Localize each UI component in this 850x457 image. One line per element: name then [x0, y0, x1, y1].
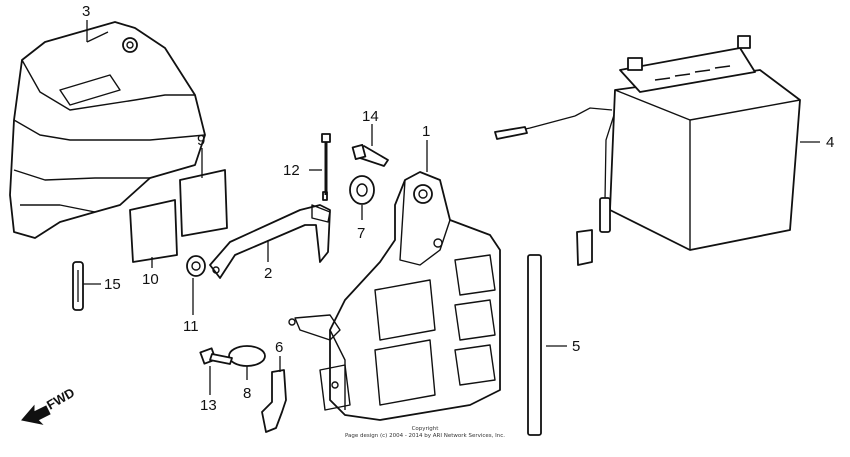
part-1-battery-box [288, 171, 501, 421]
callout-6: 6 [275, 339, 283, 356]
callout-3: 3 [82, 3, 90, 20]
fwd-indicator: FWD [21, 385, 77, 425]
callouts: 3 1 2 4 5 6 7 8 9 10 11 12 13 14 15 [82, 3, 834, 414]
callout-10: 10 [142, 271, 159, 288]
leader-lines [83, 20, 820, 395]
part-3-side-cover [9, 21, 206, 239]
callout-9: 9 [197, 132, 205, 149]
part-14-bolt [351, 144, 389, 167]
part-13-bolt [199, 347, 233, 365]
callout-2: 2 [264, 265, 272, 282]
part-6-clamp [261, 369, 287, 433]
part-10-pad [129, 199, 178, 263]
callout-12: 12 [283, 162, 300, 179]
part-2-bracket [209, 204, 331, 279]
part-7-nut [349, 175, 375, 205]
callout-5: 5 [572, 338, 580, 355]
callout-13: 13 [200, 397, 217, 414]
fwd-label: FWD [44, 385, 77, 413]
part-9-pad [179, 169, 228, 237]
callout-7: 7 [357, 225, 365, 242]
callout-1: 1 [422, 123, 430, 140]
part-11-nut [186, 255, 206, 277]
part-12-bolt [321, 133, 331, 201]
part-4-battery [494, 35, 801, 266]
callout-4: 4 [826, 134, 834, 151]
copyright-line-2: Page design (c) 2004 - 2014 by ARI Netwo… [345, 433, 505, 439]
part-15-fuse [72, 261, 84, 311]
fwd-arrow-icon [21, 404, 51, 425]
callout-8: 8 [243, 385, 251, 402]
part-8-pad [228, 345, 266, 367]
copyright-watermark: Copyright Page design (c) 2004 - 2014 by… [345, 426, 505, 439]
part-5-rod [527, 254, 542, 436]
copyright-line-1: Copyright [412, 426, 440, 432]
callout-15: 15 [104, 276, 121, 293]
callout-14: 14 [362, 108, 379, 125]
callout-11: 11 [183, 318, 199, 335]
